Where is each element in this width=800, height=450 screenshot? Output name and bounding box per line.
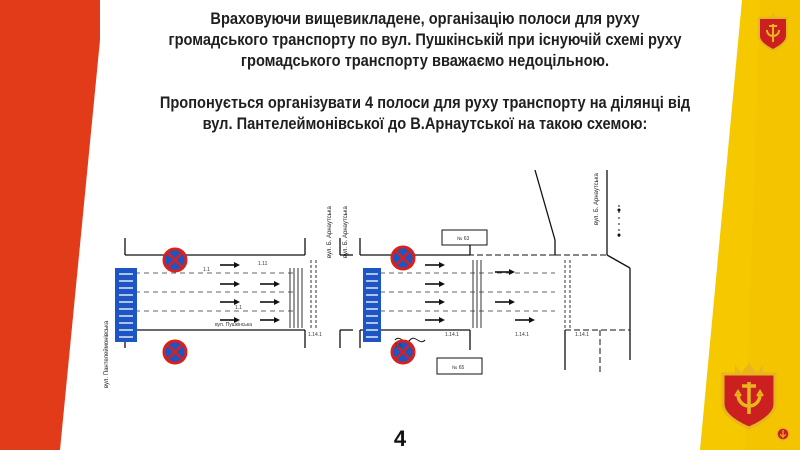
lane-arrow-icon	[259, 280, 281, 288]
lane-arrow-icon	[259, 298, 281, 306]
marking-label: 1.1	[203, 267, 210, 273]
building-box	[436, 357, 483, 375]
crosswalk-zone	[363, 268, 381, 342]
street-label: вул. Б. Арнаутська	[327, 205, 333, 258]
heading-line: вул. Пантелеймонівської до В.Арнаутської…	[202, 114, 648, 133]
marking-label: 1.1	[235, 305, 242, 311]
lane-arrow-icon	[219, 280, 241, 288]
heading-line: громадського транспорту вважаємо недоціл…	[240, 51, 610, 70]
left-scheme: 1.1 1.1 1.11 1.14.1 вул. Пушкінська вул.…	[103, 205, 353, 388]
marking-label: 1.14.1	[515, 332, 529, 338]
marking-label: 1.5	[395, 343, 402, 349]
street-label: вул. Пантелеймонівська	[103, 320, 110, 388]
lane-arrow-icon	[219, 261, 241, 269]
marking-label: 1.14.1	[308, 332, 322, 338]
crosswalk-zone	[115, 268, 137, 342]
heading-line: Враховуючи вищевикладене, організацію по…	[210, 9, 640, 28]
lane-arrow-icon	[424, 298, 446, 306]
no-stopping-sign-icon	[162, 339, 188, 365]
building-label: № 63	[457, 236, 470, 242]
heading-line: Пропонується організувати 4 полоси для р…	[159, 93, 691, 112]
lane-arrow-icon	[494, 298, 516, 306]
heading-line: громадського транспорту по вул. Пушкінсь…	[168, 30, 682, 49]
street-label: вул. Пушкінська	[215, 322, 252, 328]
marking-label: 1.14.1	[445, 332, 459, 338]
lane-arrow-icon	[424, 261, 446, 269]
lane-arrow-icon	[424, 316, 446, 324]
odesa-badge-icon	[776, 427, 790, 441]
marking-label: 1.11	[258, 261, 268, 267]
right-scheme: № 63 № 65 1.14.1 1.14.1 1.14.1 1.5 вул. …	[343, 169, 631, 375]
building-box	[441, 229, 488, 246]
road-scheme-diagram: 1.1 1.1 1.11 1.14.1 вул. Пушкінська вул.…	[103, 169, 631, 388]
street-label: вул. Б. Арнаутська	[343, 205, 349, 258]
left-red-band	[0, 0, 100, 450]
no-stopping-sign-icon	[162, 247, 188, 273]
street-label: вул. Б. Арнаутська	[594, 172, 600, 225]
page-number: 4	[393, 426, 407, 450]
lane-arrow-icon	[424, 280, 446, 288]
lane-arrow-icon	[514, 316, 536, 324]
no-stopping-sign-icon	[390, 245, 416, 271]
odesa-coat-of-arms-icon	[758, 13, 788, 52]
slide-heading: Враховуючи вищевикладене, організацію по…	[150, 8, 700, 134]
lane-arrow-icon	[494, 268, 516, 276]
marking-label: 1.14.1	[575, 332, 589, 338]
lane-arrow-icon	[259, 316, 281, 324]
building-label: № 65	[452, 365, 465, 371]
odesa-coat-of-arms-large-icon	[721, 363, 777, 430]
